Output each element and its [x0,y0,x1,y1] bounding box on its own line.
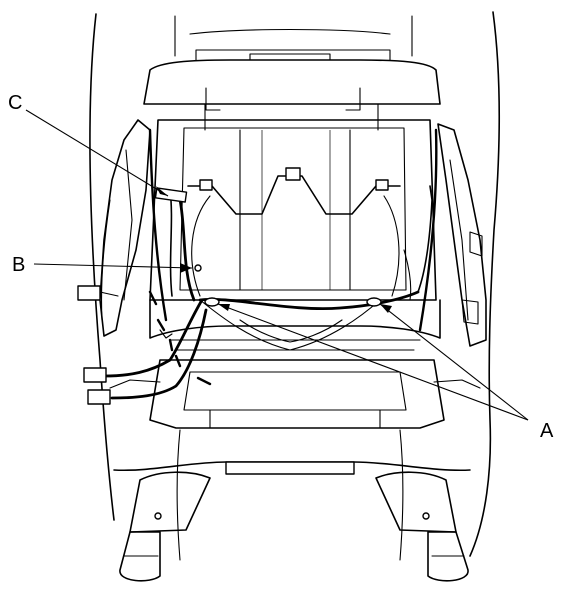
back-frame [149,119,437,301]
seat-cushion-frame [109,299,481,429]
seat-spring [187,167,401,215]
left-bolster [77,119,151,337]
side-frame-tubes [148,128,438,332]
wiring-harness [102,185,433,400]
lower-left-clips [148,290,212,386]
callout-label-c: C [8,92,22,114]
callout-label-a: A [540,420,554,442]
right-bolster [437,123,487,347]
right-leg [427,531,469,582]
harness-connectors [83,367,111,405]
callout-leaders [25,109,529,421]
harness-clips [154,187,382,307]
top-frame [143,28,441,131]
seat-back-outline [89,11,500,557]
seat-base [113,429,471,561]
callout-label-b: B [12,254,25,276]
left-leg [119,531,161,582]
